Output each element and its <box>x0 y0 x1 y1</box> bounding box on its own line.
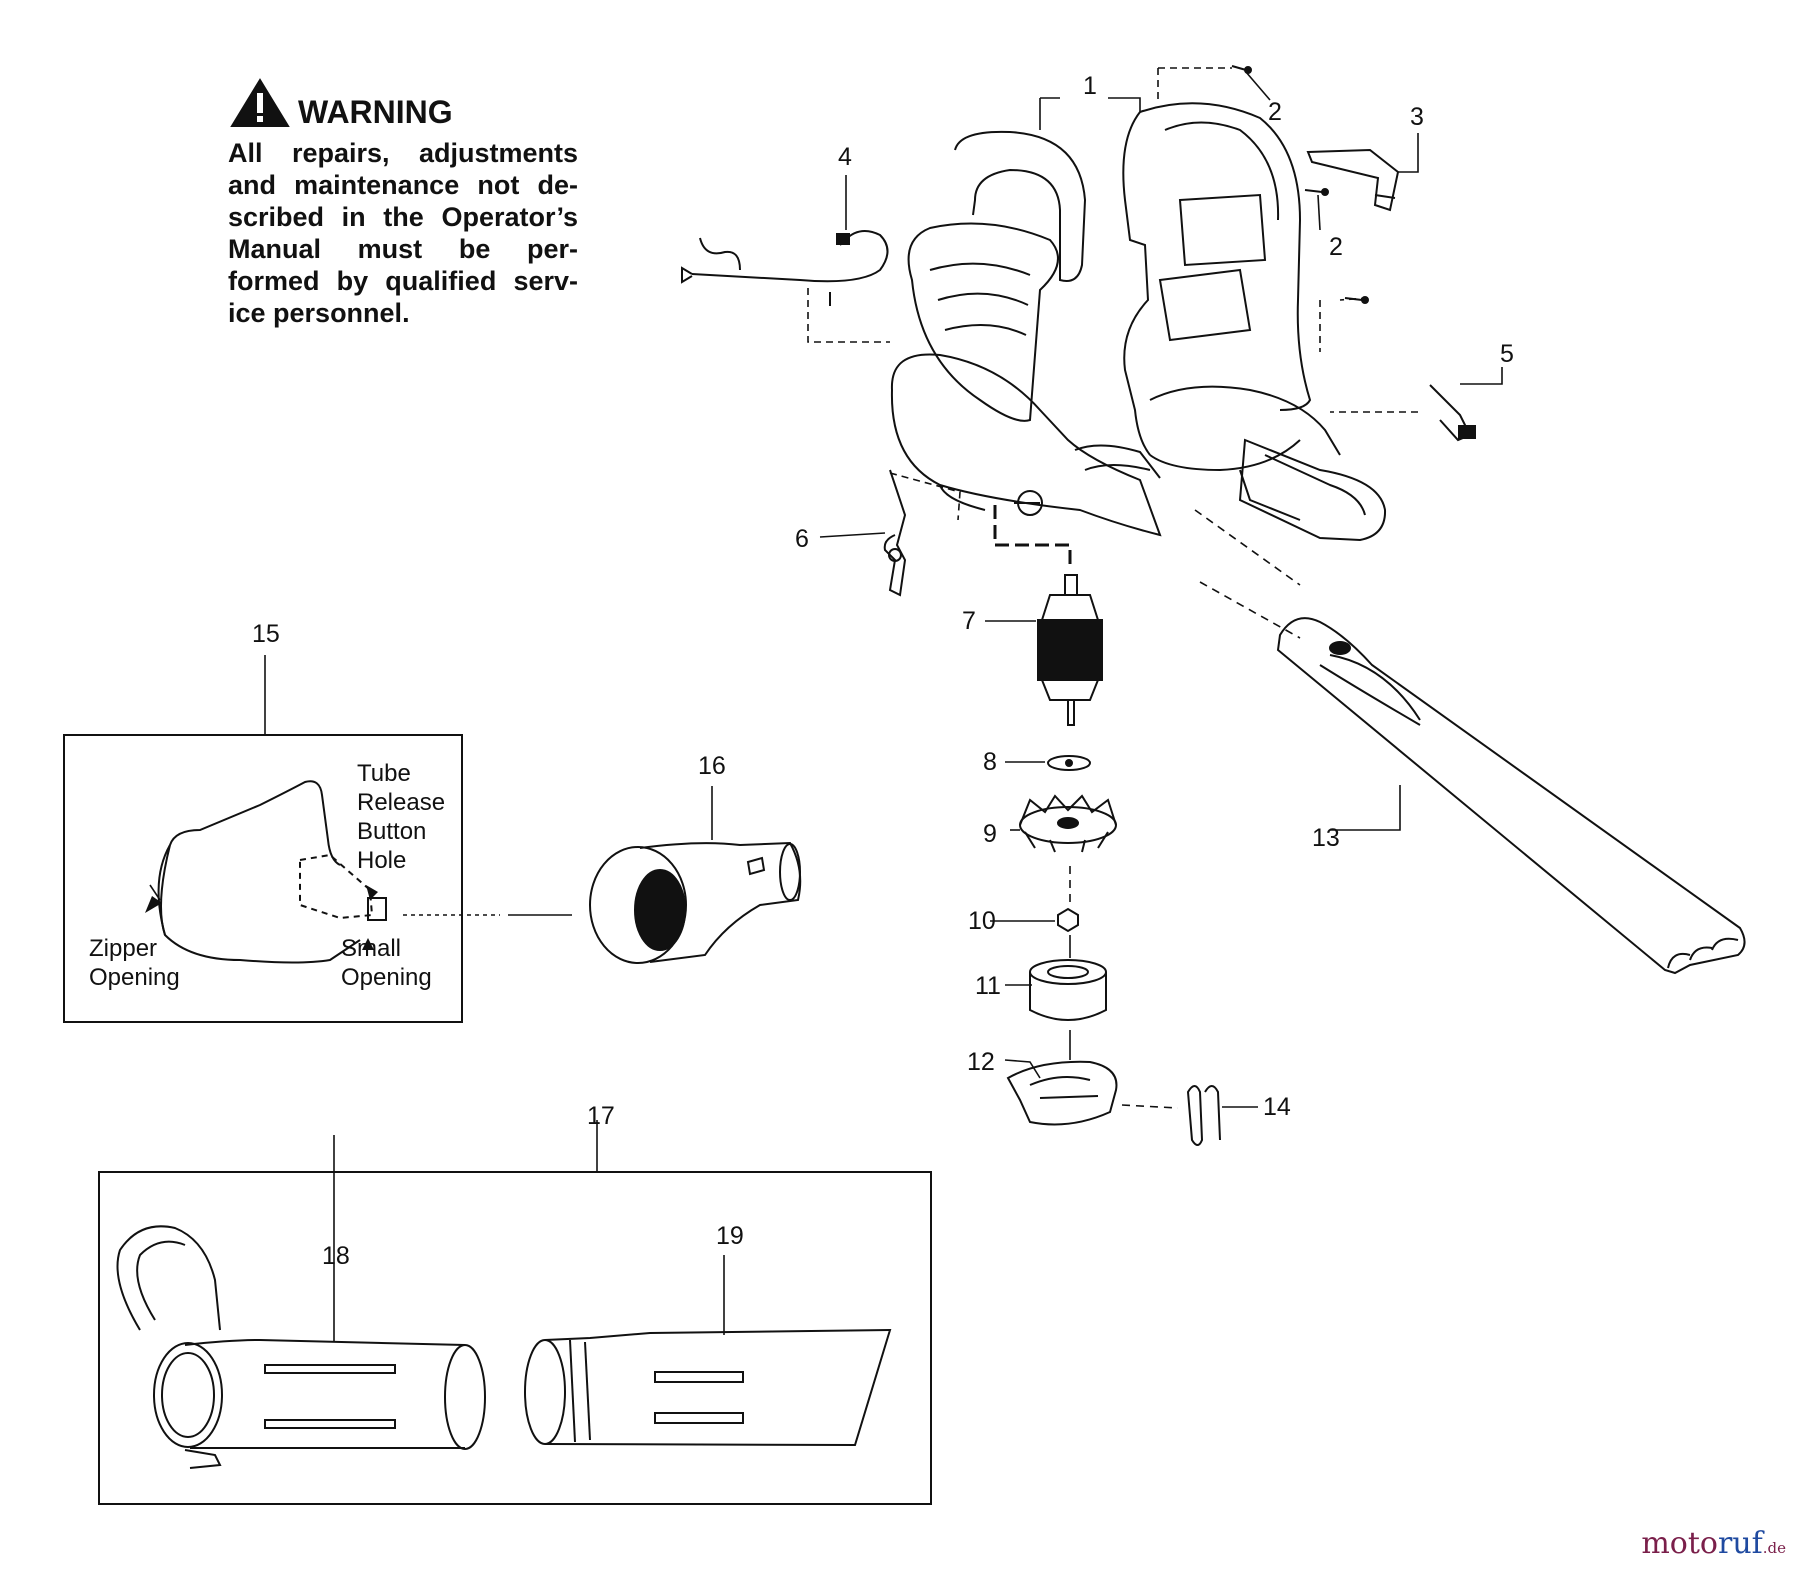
warning-text-line-5: formed by qualified serv- <box>228 266 578 296</box>
part-label-3: 3 <box>1410 103 1424 131</box>
callout-button: Button <box>357 818 427 845</box>
callout-tube: Tube <box>357 760 411 787</box>
warning-text-line-3: scribed in the Operator’s <box>228 202 578 232</box>
vacuum-tube-lower <box>524 1328 892 1447</box>
part-label-1: 1 <box>1083 72 1097 100</box>
vacuum-tube-kit-frame <box>98 1171 932 1505</box>
part-label-8: 8 <box>983 748 997 776</box>
callout-zipper-opening: Opening <box>89 964 180 991</box>
leader-lines <box>149 67 1503 1342</box>
part-label-13: 13 <box>1312 824 1340 852</box>
callout-zipper: Zipper <box>89 935 158 962</box>
blower-tube <box>1276 617 1746 975</box>
part-label-7: 7 <box>962 607 976 635</box>
blower-housing <box>890 130 1162 537</box>
power-cord <box>681 230 889 306</box>
part-label-2-middle: 2 <box>1329 233 1343 261</box>
callout-hole: Hole <box>357 847 407 874</box>
callout-small-opening: Opening <box>341 964 432 991</box>
part-label-14: 14 <box>1263 1093 1291 1121</box>
impeller-cover <box>1006 1060 1118 1126</box>
washer <box>1047 755 1091 771</box>
warning-title: WARNING <box>298 94 453 130</box>
part-label-18: 18 <box>322 1242 350 1270</box>
bag-adapter <box>589 841 802 964</box>
part-label-15: 15 <box>252 620 280 648</box>
bag-kit-frame <box>63 734 463 1023</box>
part-label-16: 16 <box>698 752 726 780</box>
trigger <box>883 469 907 597</box>
part-label-10: 10 <box>968 907 996 935</box>
part-label-11: 11 <box>975 972 1001 1000</box>
warning-text-line-1: All repairs, adjustments <box>228 138 578 168</box>
part-label-5: 5 <box>1500 340 1514 368</box>
warning-text-line-6: ice personnel. <box>228 298 410 328</box>
part-label-12: 12 <box>967 1048 995 1076</box>
part-label-2-top: 2 <box>1268 98 1282 126</box>
switch-bracket <box>1306 148 1400 212</box>
collection-bag <box>157 780 387 964</box>
part-label-17: 17 <box>587 1102 615 1130</box>
callout-release: Release <box>357 789 446 816</box>
switch <box>1429 384 1476 442</box>
spacer <box>1029 959 1107 1021</box>
motor <box>1037 574 1103 726</box>
warning-text-line-4: Manual must be per- <box>228 234 578 264</box>
warning-triangle-icon <box>230 78 290 127</box>
part-label-4: 4 <box>838 143 852 171</box>
part-label-6: 6 <box>795 525 809 553</box>
vacuum-tube-upper <box>116 1225 486 1469</box>
screw-middle <box>1304 188 1329 196</box>
part-label-9: 9 <box>983 820 997 848</box>
screw-top <box>1231 65 1252 74</box>
impeller <box>1019 794 1117 853</box>
warning-text-line-2: and maintenance not de- <box>228 170 578 200</box>
callout-small: Small <box>341 935 402 962</box>
arrowheads <box>145 885 378 950</box>
nut <box>1057 907 1079 933</box>
wire-clip <box>1186 1085 1221 1146</box>
watermark-logo: motoruf.de <box>1641 1526 1786 1561</box>
rear-housing <box>1122 102 1387 542</box>
part-label-19: 19 <box>716 1222 744 1250</box>
